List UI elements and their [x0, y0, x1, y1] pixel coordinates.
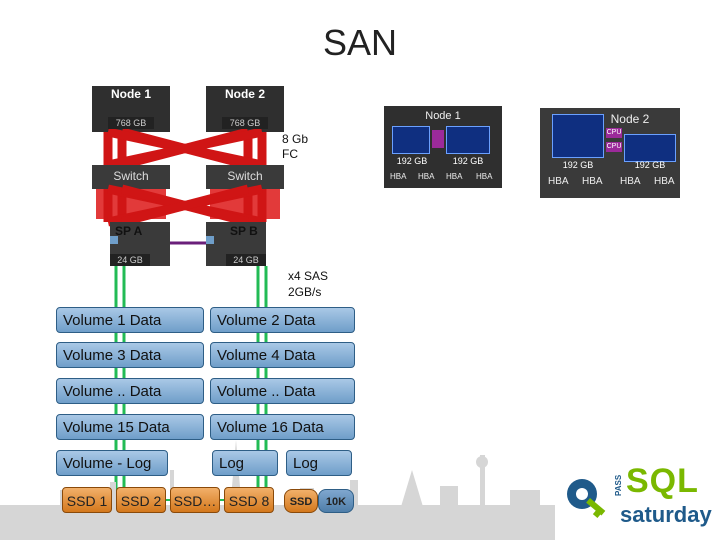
right-node2-dimm-b [624, 134, 676, 162]
fc-cabling-lower [103, 184, 267, 227]
node2-memory: 768 GB [222, 117, 268, 129]
switch2-body [206, 165, 284, 189]
sqlsaturday-logo: PASS SQL saturday [562, 462, 712, 534]
spb-memory: 24 GB [226, 254, 266, 266]
right-node1-hba-3: HBA [446, 172, 463, 181]
right-node2-mem-b: 192 GB [634, 160, 666, 170]
ssd-1: SSD 1 [62, 487, 112, 513]
fc-speed-label: 8 Gb FC [282, 132, 309, 161]
right-node1-hba-4: HBA [476, 172, 493, 181]
ssd-ellipsis: SSD… [170, 487, 220, 513]
sas-speed-label: x4 SAS 2GB/s [288, 269, 329, 299]
right-node2-cpu-2: CPU [606, 142, 622, 152]
right-node1-title: Node 1 [425, 110, 461, 122]
right-node2-title: Node 2 [610, 112, 650, 126]
spa-memory: 24 GB [110, 254, 150, 266]
logo-pass: PASS [614, 474, 623, 496]
ssd-8: SSD 8 [224, 487, 274, 513]
right-node2: Node 2 CPU CPU 192 GB 192 GB HBA HBA HBA… [540, 108, 680, 198]
right-node1-cpu [432, 130, 444, 148]
right-node2-hba-3: HBA [620, 176, 641, 187]
right-node2-mem-a: 192 GB [562, 160, 594, 170]
right-node1: Node 1 192 GB 192 GB HBA HBA HBA HBA [384, 106, 502, 188]
right-node2-hba-1: HBA [548, 176, 569, 187]
right-node2-hba-4: HBA [654, 176, 675, 187]
node1-label: Node 1 [110, 87, 151, 101]
disk-10k-legend: 10K [318, 489, 354, 513]
volume-log: Volume - Log [56, 450, 168, 476]
node2-label: Node 2 [224, 87, 265, 101]
right-node1-hba-2: HBA [418, 172, 435, 181]
volume-15-data: Volume 15 Data [56, 414, 204, 440]
right-node1-mem-a: 192 GB [396, 156, 428, 166]
logo-sub: saturday [620, 502, 712, 527]
right-node1-dimm-b [446, 126, 490, 154]
log-volume-2: Log [286, 450, 352, 476]
right-node1-hba-1: HBA [390, 172, 407, 181]
switch1-label: Switch [113, 169, 149, 183]
right-node2-dimm-a [552, 114, 604, 158]
spa-label: SP A [115, 224, 143, 238]
switch1-body [92, 165, 170, 189]
logo-brand: SQL [626, 462, 699, 500]
node1-memory: 768 GB [108, 117, 154, 129]
volume-4-data: Volume 4 Data [210, 342, 355, 368]
ssd-2: SSD 2 [116, 487, 166, 513]
right-node1-dimm-a [392, 126, 430, 154]
right-node1-mem-b: 192 GB [452, 156, 484, 166]
volume-1-data: Volume 1 Data [56, 307, 204, 333]
volume-2-data: Volume 2 Data [210, 307, 355, 333]
volume-3-data: Volume 3 Data [56, 342, 204, 368]
volume-16-data: Volume 16 Data [210, 414, 355, 440]
log-volume-1: Log [212, 450, 278, 476]
ssd-legend: SSD [284, 489, 318, 513]
right-node2-cpu-1: CPU [606, 128, 622, 138]
volume-n-data-right: Volume .. Data [210, 378, 355, 404]
slide-title: SAN [322, 22, 398, 63]
volume-n-data-left: Volume .. Data [56, 378, 204, 404]
spb-label: SP B [230, 224, 258, 238]
switch2-label: Switch [227, 169, 263, 183]
key-icon [567, 479, 606, 518]
fc-cabling-upper [103, 127, 267, 170]
right-node2-hba-2: HBA [582, 176, 603, 187]
